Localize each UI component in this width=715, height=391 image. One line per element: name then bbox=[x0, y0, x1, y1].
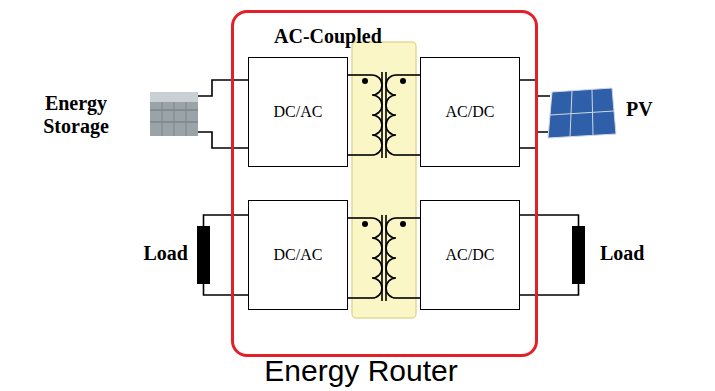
port-label: Energy Storage bbox=[14, 92, 138, 138]
polarity-dot bbox=[400, 78, 406, 84]
transformer-band bbox=[352, 42, 416, 318]
converter-label: AC/DC bbox=[446, 246, 495, 264]
dc-wire bbox=[520, 80, 550, 148]
load-symbol bbox=[197, 226, 210, 284]
converter-box: AC/DC bbox=[420, 57, 520, 167]
port-label: Load bbox=[110, 242, 188, 265]
transformer-symbol bbox=[348, 72, 420, 158]
load-symbol bbox=[572, 226, 585, 284]
pv-panel-picture bbox=[548, 88, 616, 138]
converter-label: DC/AC bbox=[274, 103, 323, 121]
dc-wire bbox=[204, 215, 249, 295]
converter-box: DC/AC bbox=[248, 200, 348, 310]
router-frame: AC-CoupledDC/AC AC/DC DC/AC AC/DC bbox=[231, 10, 538, 357]
polarity-dot bbox=[362, 221, 368, 227]
dc-wire bbox=[198, 80, 248, 148]
polarity-dot bbox=[362, 78, 368, 84]
converter-label: AC/DC bbox=[446, 103, 495, 121]
converter-label: DC/AC bbox=[274, 246, 323, 264]
converter-box: DC/AC bbox=[248, 57, 348, 167]
dc-wire bbox=[520, 215, 579, 295]
port-label: PV bbox=[626, 98, 686, 121]
frame-heading: AC-Coupled bbox=[274, 25, 382, 48]
port-label: Load bbox=[600, 242, 690, 265]
battery-picture bbox=[150, 92, 198, 136]
transformer-symbol bbox=[348, 215, 420, 301]
polarity-dot bbox=[400, 221, 406, 227]
caption: Energy Router bbox=[184, 354, 538, 387]
converter-box: AC/DC bbox=[420, 200, 520, 310]
